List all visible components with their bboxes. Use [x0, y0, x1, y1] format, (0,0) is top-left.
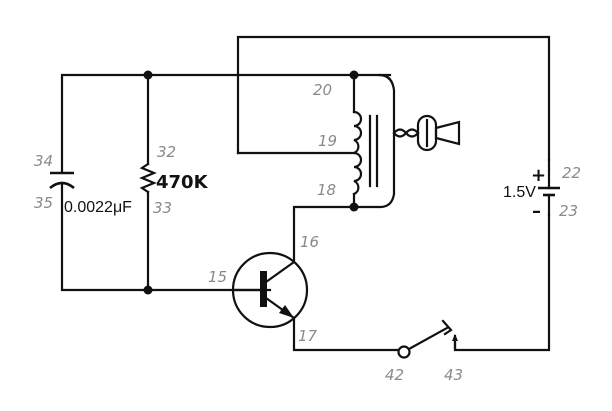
junction-dot [143, 285, 153, 295]
push-switch[interactable] [397, 319, 459, 359]
pin-label-15: 15 [208, 268, 227, 286]
capacitor-value: 0.0022μF [64, 199, 132, 216]
pin-label-19: 19 [318, 132, 337, 150]
resistor-zigzag [139, 162, 157, 194]
pin-label-16: 16 [300, 233, 319, 251]
wire-emitter [292, 316, 400, 352]
pin-label-32: 32 [157, 143, 176, 161]
battery-value: 1.5V [503, 184, 536, 201]
wire-cap-bottom [60, 183, 272, 292]
transistor-npn [231, 251, 309, 329]
battery-plus: + [531, 165, 546, 186]
junction-dot [349, 202, 359, 212]
wire-transformer-bypass [352, 73, 396, 209]
earphone-icon [392, 114, 461, 152]
pin-label-42: 42 [385, 366, 404, 384]
wire-collector [292, 205, 356, 264]
pin-label-33: 33 [153, 199, 172, 217]
pin-label-22: 22 [562, 164, 581, 182]
wire-top-outer [236, 35, 551, 162]
battery-minus: – [532, 201, 541, 222]
pin-label-17: 17 [298, 327, 318, 345]
junction-dot [143, 70, 153, 80]
pin-label-34: 34 [34, 152, 53, 170]
pin-label-18: 18 [317, 181, 336, 199]
pin-label-43: 43 [444, 366, 463, 384]
pin-label-23: 23 [559, 202, 578, 220]
capacitor-plate-bottom [49, 181, 75, 190]
resistor-value: 470K [156, 172, 209, 193]
pin-label-20: 20 [313, 81, 332, 99]
junction-dot [349, 70, 359, 80]
wire-top-rail [60, 73, 392, 174]
wire-battery-to-switch [453, 213, 551, 352]
pin-label-35: 35 [34, 194, 53, 212]
